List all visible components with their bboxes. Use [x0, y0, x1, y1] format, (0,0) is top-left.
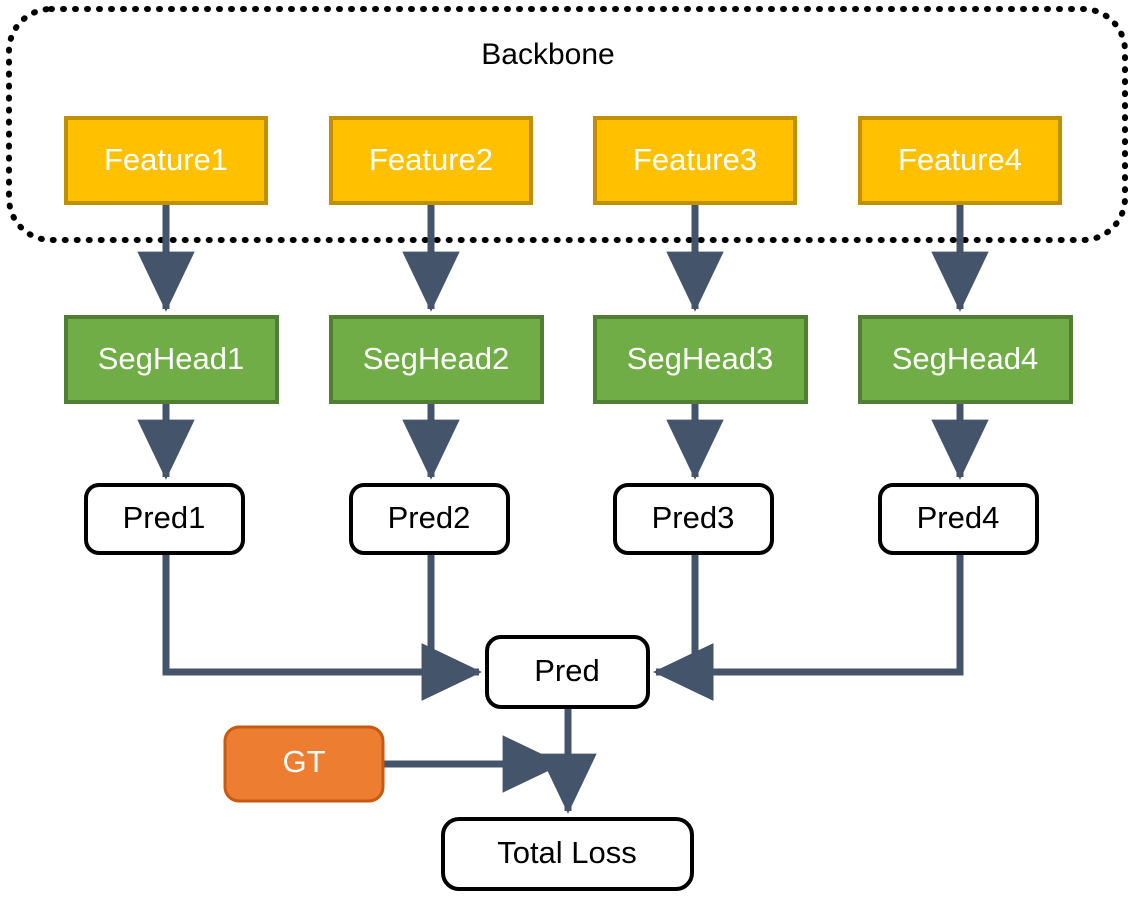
pred-row: Pred1 Pred2 Pred3 Pred4: [84, 483, 1039, 555]
backbone-group: Backbone: [6, 6, 1128, 243]
pred2-box-shape: [349, 483, 510, 555]
feature2-label: Feature2: [369, 142, 493, 177]
total-loss-box[interactable]: Total Loss: [441, 817, 694, 891]
feature4-box[interactable]: Feature4: [858, 116, 1062, 205]
total-loss-label: Total Loss: [497, 835, 637, 870]
feature2-box-shape: [329, 116, 533, 205]
pred4-box[interactable]: Pred4: [878, 483, 1039, 555]
pred-merged-box[interactable]: Pred: [485, 635, 650, 709]
seghead1-box[interactable]: SegHead1: [64, 315, 279, 404]
feature3-box[interactable]: Feature3: [593, 116, 797, 205]
feature1-box[interactable]: Feature1: [64, 116, 268, 205]
pred4-label: Pred4: [917, 500, 1000, 535]
pred2-box[interactable]: Pred2: [349, 483, 510, 555]
pred3-box[interactable]: Pred3: [613, 483, 774, 555]
feature2-box[interactable]: Feature2: [329, 116, 533, 205]
feature3-label: Feature3: [633, 142, 757, 177]
gt-box[interactable]: GT: [223, 725, 385, 803]
feature3-box-shape: [593, 116, 797, 205]
seghead3-box-shape: [593, 315, 808, 404]
pred-merged-box-shape: [485, 635, 650, 709]
seghead3-label: SegHead3: [627, 341, 774, 376]
edge-pred2-to-pred: [421, 553, 482, 701]
total-loss-box-shape: [441, 817, 694, 891]
backbone-group-label: Backbone: [481, 38, 614, 71]
seghead2-box-shape: [329, 315, 544, 404]
seghead2-box[interactable]: SegHead2: [329, 315, 544, 404]
backbone-group-border: [6, 6, 1128, 243]
pred-merged-label: Pred: [534, 653, 599, 688]
seghead1-label: SegHead1: [98, 341, 245, 376]
pred1-box[interactable]: Pred1: [84, 483, 245, 555]
seghead4-label: SegHead4: [892, 341, 1039, 376]
feature-row: Feature1 Feature2 Feature3 Feature4: [64, 116, 1062, 205]
edge-pred1-to-pred: [162, 553, 482, 701]
seghead1-box-shape: [64, 315, 279, 404]
gt-box-shape: [223, 725, 385, 803]
seghead-row: SegHead1 SegHead2 SegHead3 SegHead4: [64, 315, 1073, 404]
pred4-box-shape: [878, 483, 1039, 555]
edges-layer: [137, 203, 989, 814]
feature1-label: Feature1: [104, 142, 228, 177]
feature4-label: Feature4: [898, 142, 1022, 177]
pred1-label: Pred1: [123, 500, 206, 535]
feature4-box-shape: [858, 116, 1062, 205]
seghead4-box-shape: [858, 315, 1073, 404]
pred1-box-shape: [84, 483, 245, 555]
pred3-label: Pred3: [652, 500, 735, 535]
seghead4-box[interactable]: SegHead4: [858, 315, 1073, 404]
edge-pred4-to-pred: [653, 553, 964, 701]
seghead3-box[interactable]: SegHead3: [593, 315, 808, 404]
seghead2-label: SegHead2: [363, 341, 510, 376]
edge-pred3-to-pred: [653, 553, 714, 701]
pred3-box-shape: [613, 483, 774, 555]
gt-label: GT: [282, 744, 325, 779]
pred2-label: Pred2: [388, 500, 471, 535]
feature1-box-shape: [64, 116, 268, 205]
